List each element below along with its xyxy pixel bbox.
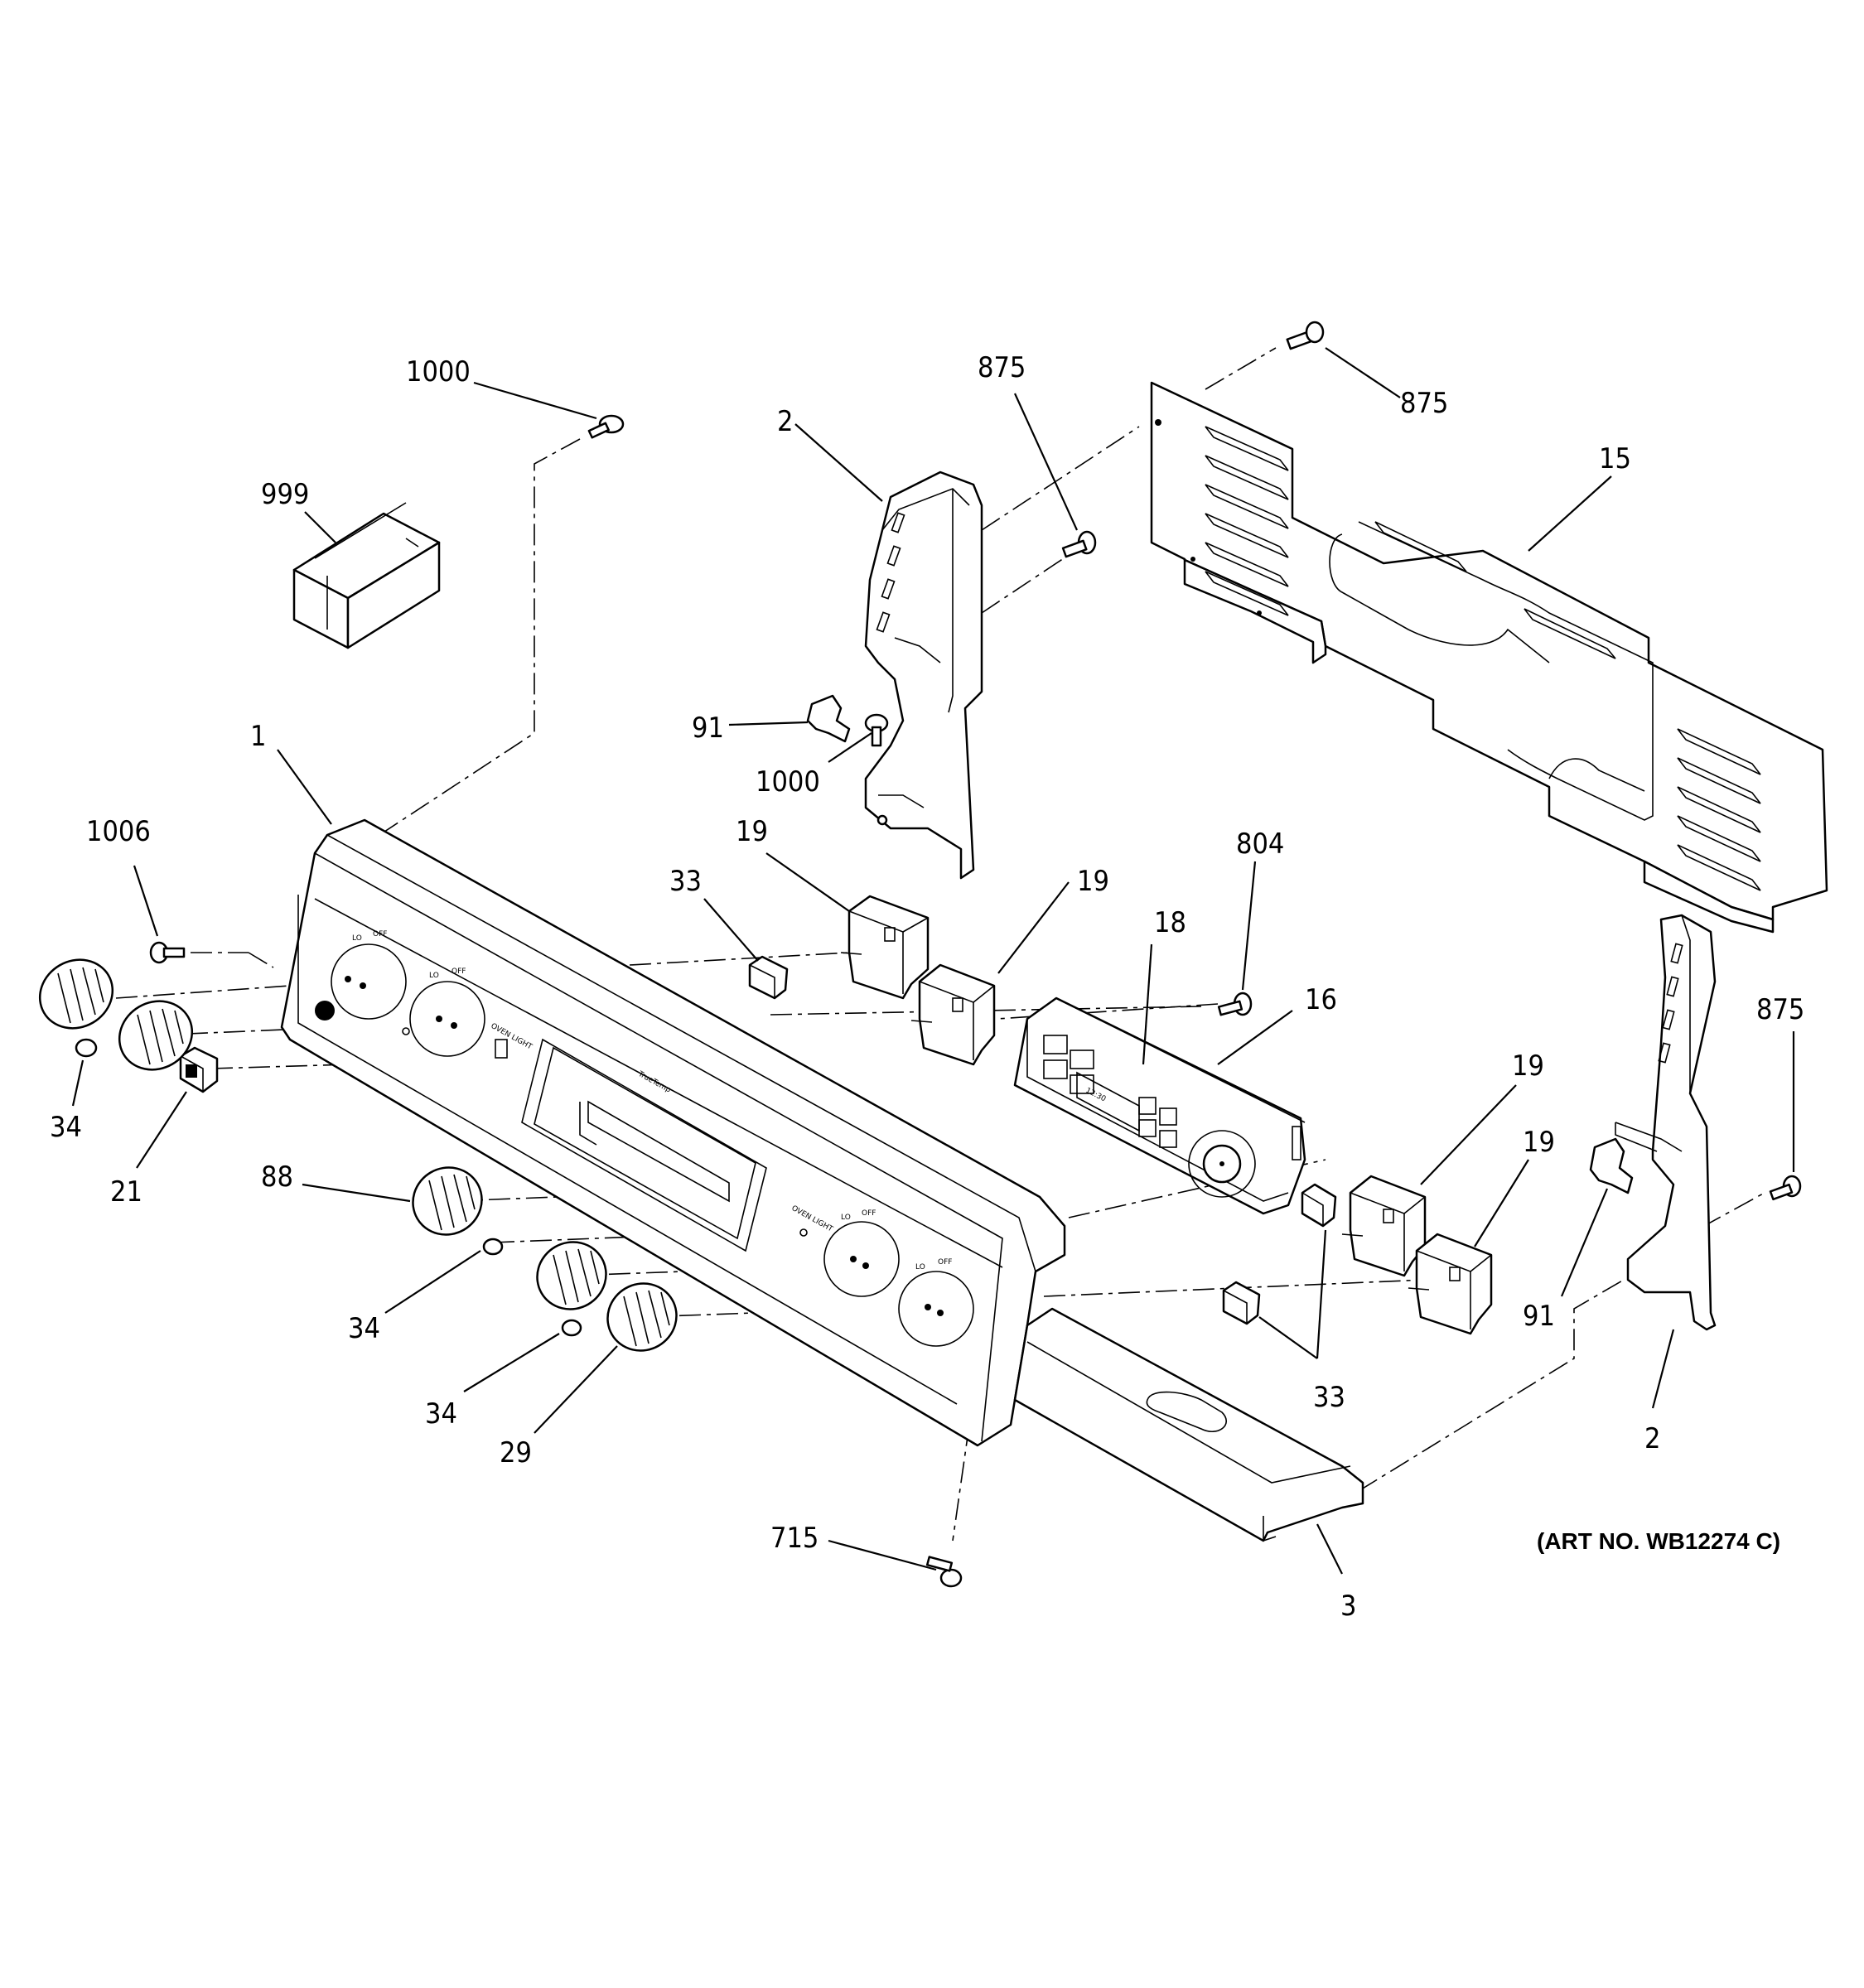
label-91-left: 91 bbox=[692, 712, 724, 745]
knob-88 bbox=[412, 1166, 483, 1236]
label-34-low: 34 bbox=[425, 1397, 457, 1431]
label-33-top: 33 bbox=[669, 865, 702, 898]
knob-29 bbox=[606, 1282, 678, 1352]
clock-control-board: 12:30 bbox=[1013, 996, 1306, 1215]
label-1000-top: 1000 bbox=[406, 355, 471, 388]
screw-875-rear bbox=[1286, 321, 1325, 350]
screw-1000-mid bbox=[864, 713, 889, 747]
label-18: 18 bbox=[1154, 906, 1186, 939]
dial-off-text-4: OFF bbox=[938, 1258, 952, 1267]
infinite-switch-19b bbox=[910, 963, 996, 1066]
dial-lo-text-3: LO bbox=[841, 1214, 851, 1222]
side-bracket-right bbox=[1615, 914, 1717, 1331]
screw-875-side bbox=[1769, 1175, 1802, 1201]
label-2-top: 2 bbox=[777, 405, 793, 438]
trim-strip bbox=[1013, 1307, 1364, 1542]
dial-off-text-2: OFF bbox=[452, 967, 466, 976]
label-19-b: 19 bbox=[1077, 865, 1109, 898]
seat-34-mid bbox=[482, 1238, 504, 1256]
label-19-c: 19 bbox=[1512, 1049, 1544, 1083]
label-21: 21 bbox=[110, 1175, 142, 1209]
side-bracket-left bbox=[864, 470, 983, 880]
clip-91-right bbox=[1589, 1137, 1634, 1194]
clip-91-left bbox=[806, 694, 851, 743]
rocker-switch-21 bbox=[179, 1046, 219, 1093]
switch-33-low bbox=[1222, 1281, 1261, 1325]
label-875-top: 875 bbox=[978, 351, 1026, 384]
label-15: 15 bbox=[1599, 442, 1631, 475]
label-29: 29 bbox=[500, 1436, 532, 1469]
dial-off-text-3: OFF bbox=[862, 1209, 876, 1218]
label-2-bottom: 2 bbox=[1644, 1422, 1660, 1455]
label-1: 1 bbox=[250, 720, 266, 753]
knob-lower-left bbox=[118, 1000, 194, 1071]
label-1006: 1006 bbox=[86, 815, 151, 848]
carton-box-part bbox=[292, 502, 441, 649]
knob-upper-left bbox=[38, 958, 114, 1030]
rear-shield-panel bbox=[1150, 381, 1828, 934]
seat-34-low bbox=[561, 1319, 582, 1337]
infinite-switch-19a bbox=[840, 895, 930, 1000]
label-3: 3 bbox=[1340, 1590, 1356, 1623]
screw-1006 bbox=[149, 941, 186, 964]
screw-1000-top bbox=[587, 414, 625, 439]
dial-off-text-1: OFF bbox=[373, 930, 387, 939]
screw-875-bracket bbox=[1061, 530, 1097, 558]
switch-33-top bbox=[748, 955, 789, 1000]
switch-33-mid bbox=[1301, 1183, 1337, 1228]
label-875-side: 875 bbox=[1756, 993, 1804, 1026]
main-control-panel: TrueTemp OVEN LIGHT OVEN LIGHT LO OFF LO… bbox=[280, 818, 1066, 1447]
callout-labels: 1000 999 1 1006 34 21 88 34 34 29 715 3 … bbox=[50, 351, 1804, 1623]
label-88: 88 bbox=[261, 1160, 293, 1194]
label-1000-mid: 1000 bbox=[756, 765, 820, 799]
art-number: (ART NO. WB12274 C) bbox=[1537, 1528, 1780, 1554]
infinite-switch-19d bbox=[1408, 1233, 1493, 1335]
seat-34-left bbox=[75, 1038, 98, 1058]
label-33-bottom: 33 bbox=[1313, 1381, 1345, 1414]
label-34-left: 34 bbox=[50, 1111, 82, 1144]
dial-lo-text-1: LO bbox=[352, 934, 362, 943]
leader-lines bbox=[71, 347, 1795, 1575]
label-19-a: 19 bbox=[736, 815, 768, 848]
dial-lo-text-4: LO bbox=[915, 1263, 925, 1271]
screw-804 bbox=[1217, 992, 1253, 1016]
label-715: 715 bbox=[770, 1522, 819, 1555]
screw-715 bbox=[925, 1556, 963, 1588]
label-34-mid: 34 bbox=[348, 1312, 380, 1345]
label-804: 804 bbox=[1236, 828, 1284, 861]
dial-lo-text-2: LO bbox=[429, 972, 439, 980]
label-19-d: 19 bbox=[1523, 1126, 1555, 1159]
knob-lower-center bbox=[536, 1241, 607, 1310]
label-91-right: 91 bbox=[1523, 1300, 1555, 1333]
infinite-switch-19c bbox=[1341, 1175, 1427, 1277]
label-16: 16 bbox=[1305, 983, 1337, 1016]
label-875-right: 875 bbox=[1400, 387, 1448, 420]
label-999: 999 bbox=[261, 478, 309, 511]
